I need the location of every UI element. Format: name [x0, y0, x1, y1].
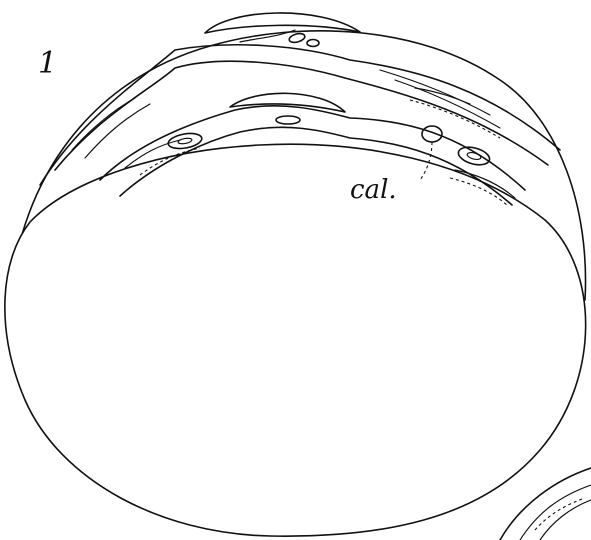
inner-body — [5, 144, 586, 536]
label-cal: cal. — [350, 175, 397, 205]
figure-number-label: 1 — [38, 46, 57, 81]
partial-shell-lower-right — [500, 468, 591, 540]
